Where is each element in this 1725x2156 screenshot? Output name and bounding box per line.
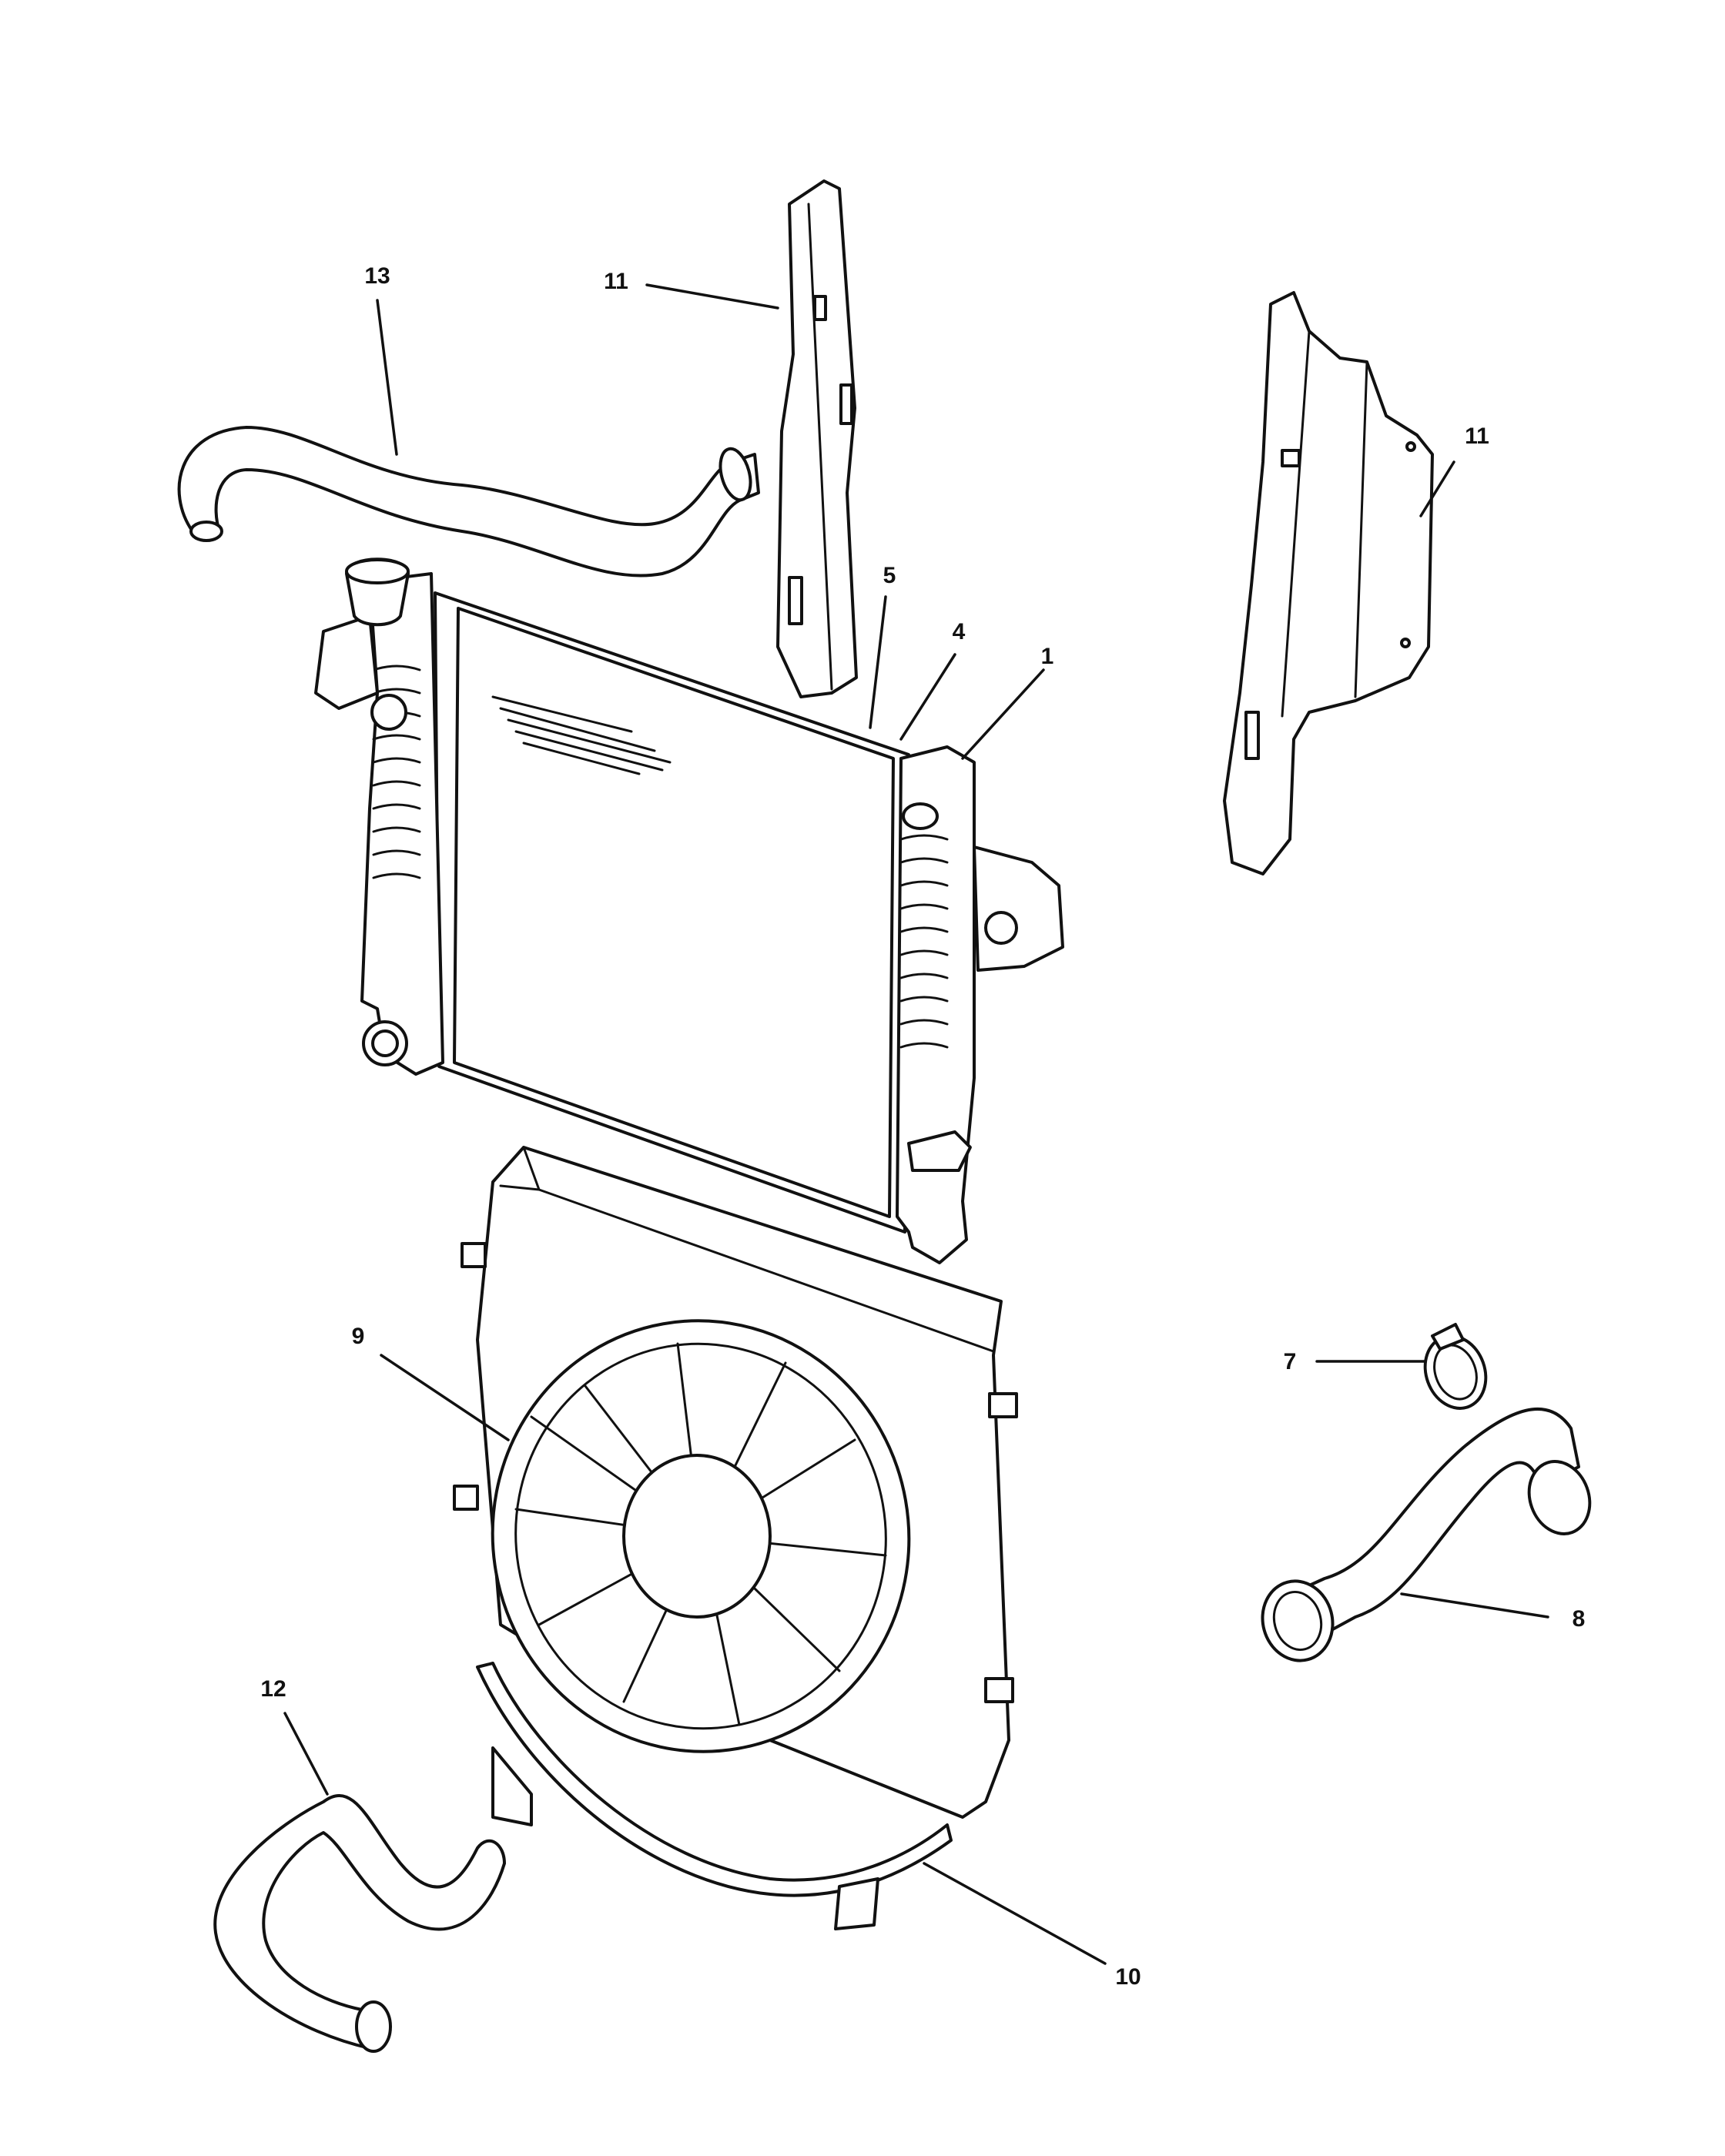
callout-13: 13 — [364, 263, 390, 289]
radiator-core-hatching — [491, 695, 672, 775]
callouts: 13 11 11 5 4 1 9 7 8 10 12 — [260, 263, 1585, 1990]
callout-9: 9 — [352, 1324, 365, 1349]
leader-4 — [899, 653, 956, 741]
callout-7: 7 — [1284, 1349, 1297, 1374]
bypass-hose — [213, 1794, 506, 2053]
callout-8: 8 — [1573, 1606, 1586, 1632]
leader-9 — [380, 1354, 510, 1441]
leader-12 — [283, 1712, 329, 1796]
callout-11-left: 11 — [604, 269, 628, 294]
callout-11-right: 11 — [1465, 424, 1489, 449]
callout-5: 5 — [883, 563, 896, 588]
callout-4: 4 — [953, 619, 966, 644]
callout-1: 1 — [1041, 644, 1054, 669]
leader-11-left — [645, 283, 779, 310]
lower-radiator-hose — [1261, 1408, 1592, 1662]
air-seal-left — [776, 179, 858, 698]
air-seal-right — [1223, 291, 1434, 875]
leader-10 — [923, 1862, 1107, 1965]
callout-12: 12 — [260, 1676, 286, 1702]
leader-13 — [376, 299, 398, 456]
upper-radiator-hose — [177, 426, 760, 578]
leader-8 — [1400, 1592, 1549, 1619]
callout-10: 10 — [1115, 1964, 1141, 1990]
leader-11-right — [1419, 460, 1455, 517]
right-tank-ribs — [899, 834, 949, 1049]
fan-shroud — [453, 1146, 1018, 1819]
lower-shroud-seal — [476, 1662, 953, 1930]
leader-1 — [961, 668, 1045, 760]
leader-5 — [869, 595, 887, 729]
hose-clamp — [1423, 1323, 1488, 1410]
radiator — [314, 557, 1064, 1264]
leader-lines — [283, 283, 1549, 1965]
